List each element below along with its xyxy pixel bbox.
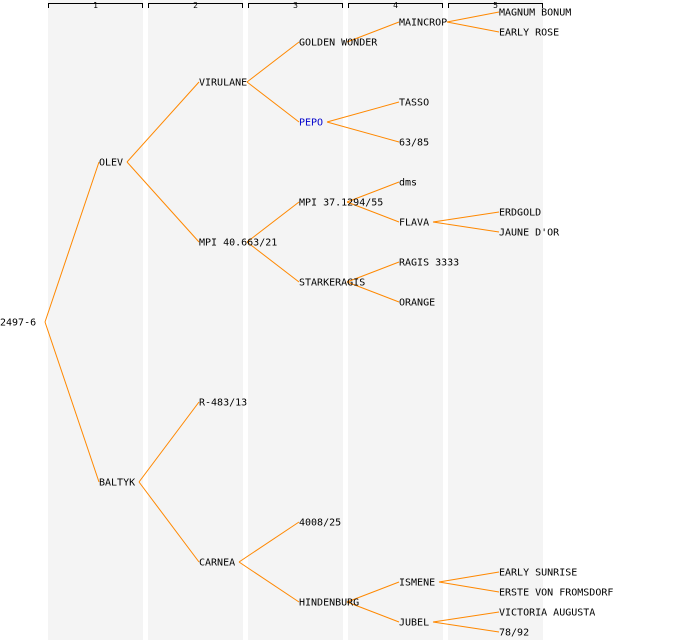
node-root: 2497-6 <box>0 318 36 329</box>
node-jubel: JUBEL <box>399 618 429 629</box>
edge-flava-erdgold <box>432 211 500 223</box>
column-2-bracket <box>148 3 243 8</box>
node-pepo[interactable]: PEPO <box>299 118 323 129</box>
node-ismene: ISMENE <box>399 578 435 589</box>
column-2-header: 2 <box>193 1 198 10</box>
node-hindenburg: HINDENBURG <box>299 598 359 609</box>
column-3-bracket <box>248 3 343 8</box>
node-tasso: TASSO <box>399 98 429 109</box>
edge-mpi40-starkeragis <box>246 241 300 283</box>
column-4-header: 4 <box>393 1 398 10</box>
edge-starkeragis-orange <box>346 281 400 303</box>
edge-maincrop-earlyrose <box>446 21 500 33</box>
edge-pepo-tasso <box>326 101 400 123</box>
edge-jubel-victoria <box>432 611 500 623</box>
column-5-header: 5 <box>493 1 498 10</box>
node-n6385: 63/85 <box>399 138 429 149</box>
node-earlysunrise: EARLY SUNRISE <box>499 568 577 579</box>
column-1-bracket <box>48 3 143 8</box>
edge-olev-virulane <box>126 81 200 163</box>
node-golden: GOLDEN WONDER <box>299 38 378 49</box>
column-3-header: 3 <box>293 1 298 10</box>
tree-nodes: 2497-6 OLEV BALTYK VIRULANE MPI 40.663/21R-4… <box>0 8 613 639</box>
node-mpi40: MPI 40.663/21 <box>199 238 277 249</box>
edge-root-olev <box>44 161 100 323</box>
column-1-header: 1 <box>93 1 98 10</box>
column-4-background <box>348 0 443 640</box>
node-ragis: RAGIS 3333 <box>399 258 459 269</box>
node-erste: ERSTE VON FROMSDORF <box>499 588 613 599</box>
node-erdgold: ERDGOLD <box>499 208 541 219</box>
column-backgrounds <box>48 0 543 640</box>
edge-mpi37-dms <box>346 181 400 203</box>
node-virulane: VIRULANE <box>199 78 247 89</box>
edge-virulane-golden <box>246 41 300 83</box>
node-starkeragis: STARKERAGIS <box>299 278 365 289</box>
column-headers: 1 2 3 4 5 <box>48 1 543 10</box>
edge-mpi37-flava <box>346 201 400 223</box>
node-carnea: CARNEA <box>199 558 235 569</box>
column-5-background <box>448 0 543 640</box>
edge-maincrop-magnum <box>446 11 500 23</box>
edge-virulane-pepo <box>246 81 300 123</box>
edge-carnea-n4008 <box>238 521 300 563</box>
edge-ismene-erste <box>438 581 500 593</box>
edge-pepo-n6385 <box>326 121 400 143</box>
node-olev: OLEV <box>99 158 123 169</box>
edge-jubel-n7892 <box>432 621 500 633</box>
node-n7892: 78/92 <box>499 628 529 639</box>
edge-mpi40-mpi37 <box>246 201 300 243</box>
node-dms: dms <box>399 178 417 189</box>
node-baltyk: BALTYK <box>99 478 135 489</box>
column-4-bracket <box>348 3 443 8</box>
edge-ismene-earlysunrise <box>438 571 500 583</box>
column-1-background <box>48 0 143 640</box>
node-magnum: MAGNUM BONUM <box>499 8 571 19</box>
edge-baltyk-carnea <box>138 481 200 563</box>
node-maincrop: MAINCROP <box>399 18 447 29</box>
edge-flava-jaune <box>432 221 500 233</box>
node-earlyrose: EARLY ROSE <box>499 28 559 39</box>
node-orange: ORANGE <box>399 298 435 309</box>
column-5-bracket <box>448 3 543 8</box>
node-victoria: VICTORIA AUGUSTA <box>499 608 595 619</box>
node-jaune: JAUNE D'OR <box>499 228 560 239</box>
node-n4008: 4008/25 <box>299 518 341 529</box>
edge-carnea-hindenburg <box>238 561 300 603</box>
node-flava: FLAVA <box>399 218 429 229</box>
edge-hindenburg-ismene <box>346 581 400 603</box>
edge-hindenburg-jubel <box>346 601 400 623</box>
edge-root-baltyk <box>44 321 100 483</box>
edge-baltyk-r483 <box>138 401 200 483</box>
edge-olev-mpi40 <box>126 161 200 243</box>
edge-starkeragis-ragis <box>346 261 400 283</box>
node-r483: R-483/13 <box>199 398 247 409</box>
edge-golden-maincrop <box>346 21 400 43</box>
tree-edges <box>44 11 500 633</box>
column-2-background <box>148 0 243 640</box>
column-3-background <box>248 0 343 640</box>
node-mpi37: MPI 37.1294/55 <box>299 198 383 209</box>
